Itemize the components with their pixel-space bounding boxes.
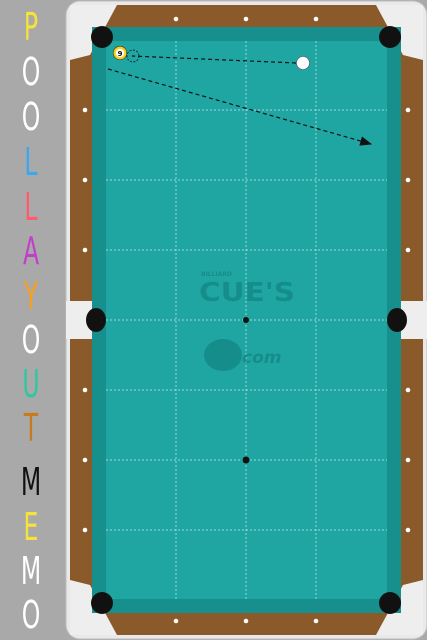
- title-letter-l: L: [24, 140, 38, 184]
- pocket-bottom-left: [91, 592, 113, 614]
- pocket-side-left: [86, 308, 106, 332]
- pocket-top-right: [379, 26, 401, 48]
- title-letter-m: M: [20, 549, 42, 593]
- title-letter-p: P: [23, 5, 39, 49]
- title-column: P O O L L A Y O U T M E M O: [0, 0, 62, 640]
- title-letter-m: M: [20, 460, 42, 504]
- pocket-top-left: [91, 26, 113, 48]
- foot-spot: [242, 456, 250, 464]
- title-letter-o: O: [21, 50, 41, 94]
- logo-mark-icon: [204, 339, 242, 371]
- logo-small-text: BILLIARD: [201, 271, 232, 278]
- center-spot: [243, 317, 249, 323]
- logo-sub-text: com: [242, 348, 281, 368]
- title-letter-y: Y: [23, 274, 39, 318]
- title-letter-l: L: [24, 185, 38, 229]
- title-letter-o: O: [21, 318, 41, 362]
- nine-ball[interactable]: 9: [112, 45, 128, 61]
- nine-ball-label: 9: [118, 50, 123, 58]
- cue-ball[interactable]: [296, 56, 310, 70]
- cue-ball-path: [131, 55, 297, 64]
- pocket-side-right: [387, 308, 407, 332]
- object-ball-path: [107, 68, 373, 146]
- brand-logo: BILLIARD CUE'S com: [199, 271, 295, 371]
- logo-brand-text: CUE'S: [199, 278, 295, 308]
- pocket-bottom-right: [379, 592, 401, 614]
- title-letter-o: O: [21, 95, 41, 139]
- title-letter-t: T: [23, 406, 39, 450]
- title-letter-a: A: [22, 229, 40, 273]
- title-letter-e: E: [23, 505, 39, 549]
- title-letter-u: U: [22, 362, 40, 406]
- ghost-ball: [126, 49, 140, 63]
- rail-diamonds: [82, 16, 411, 624]
- title-letter-o: O: [21, 593, 41, 637]
